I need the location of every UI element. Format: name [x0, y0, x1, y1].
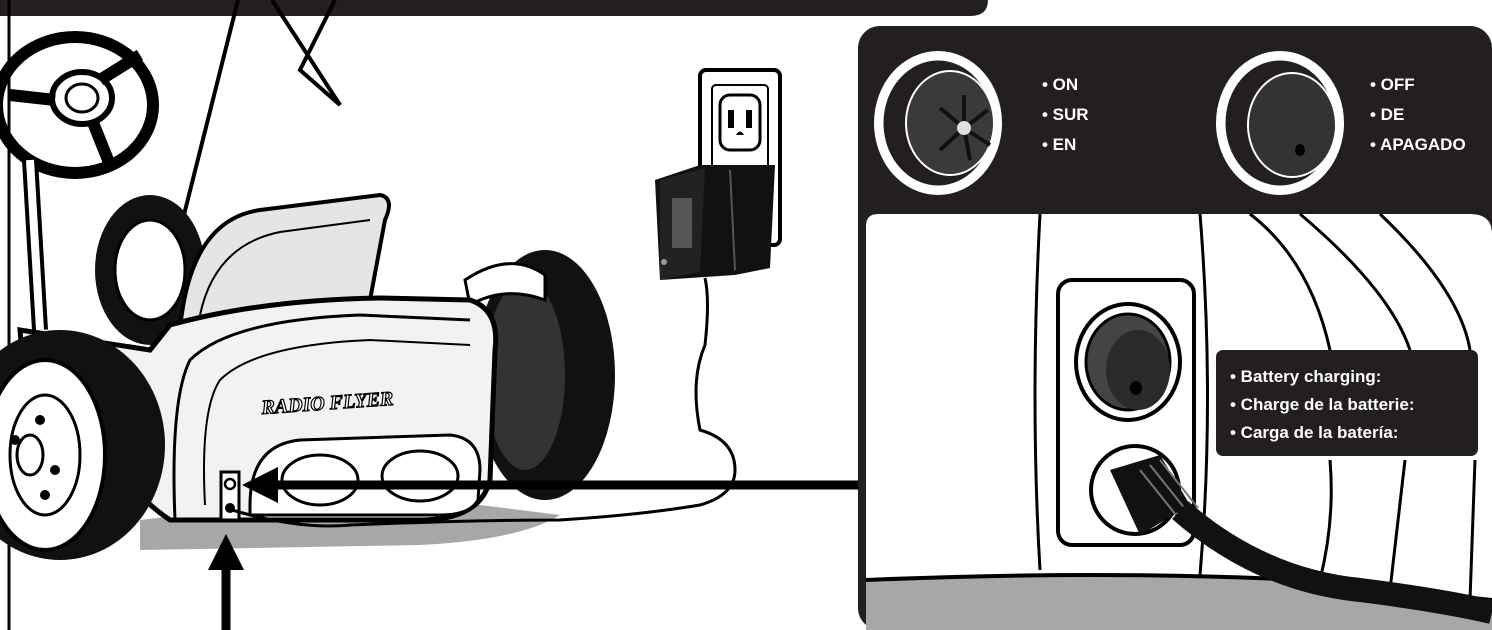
svg-text:• DE: • DE	[1370, 105, 1404, 124]
svg-text:• OFF: • OFF	[1370, 75, 1415, 94]
switch-off-label-en: • OFF	[1370, 75, 1415, 94]
svg-text:• APAGADO: • APAGADO	[1370, 135, 1466, 154]
switch-on-illustration	[874, 51, 1002, 195]
svg-text:• Charge de la batterie:: • Charge de la batterie:	[1230, 395, 1415, 414]
svg-text:• SUR: • SUR	[1042, 105, 1089, 124]
charging-label-fr: • Charge de la batterie:	[1230, 395, 1415, 414]
switch-on-label-es: • EN	[1042, 135, 1076, 154]
detail-panel: • ON • SUR • EN • OFF • DE • APAGADO	[858, 26, 1492, 630]
wall-outlet-with-charger	[655, 70, 780, 280]
svg-text:• ON: • ON	[1042, 75, 1078, 94]
switch-off-label-es: • APAGADO	[1370, 135, 1466, 154]
charging-label-es: • Carga de la batería:	[1230, 423, 1398, 442]
top-banner	[0, 0, 988, 16]
rear-grille	[250, 435, 480, 515]
switch-on-label-en: • ON	[1042, 75, 1078, 94]
switch-off-illustration	[1216, 51, 1344, 195]
svg-text:• Battery charging:: • Battery charging:	[1230, 367, 1381, 386]
switch-off-label-fr: • DE	[1370, 105, 1404, 124]
svg-text:• Carga de la batería:: • Carga de la batería:	[1230, 423, 1398, 442]
switch-on-label-fr: • SUR	[1042, 105, 1089, 124]
charging-label-en: • Battery charging:	[1230, 367, 1381, 386]
svg-text:• EN: • EN	[1042, 135, 1076, 154]
